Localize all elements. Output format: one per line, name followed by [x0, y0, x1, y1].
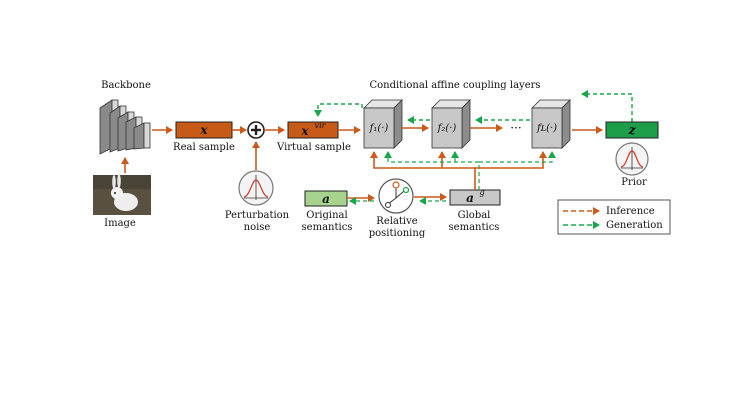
coupling-block-1 — [363, 99, 403, 149]
xvir-label: x — [300, 124, 309, 138]
a-label: a — [322, 192, 330, 206]
positioning-label: positioning — [369, 228, 426, 239]
fL-label: fʟ(·) — [536, 123, 557, 134]
coupling-block-2 — [431, 99, 471, 149]
original-semantics-label: semantics — [302, 222, 353, 233]
ag-label: a — [466, 191, 474, 205]
relative-positioning-icon — [378, 178, 414, 214]
perturbation-label: Perturbation — [225, 210, 290, 221]
latent-z-box — [605, 121, 659, 139]
ag-to-f1-generation-condition — [384, 151, 480, 190]
ag-to-fL-condition — [475, 151, 547, 169]
legend: Inference Generation — [557, 199, 671, 235]
z-label: z — [628, 123, 637, 137]
f2-label: f₂(·) — [437, 123, 457, 134]
real-sample-label: Real sample — [173, 142, 235, 153]
global-semantics-box — [449, 189, 501, 206]
legend-generation-label: Generation — [606, 220, 663, 231]
ag-to-f1-condition — [370, 151, 476, 190]
noise-label: noise — [244, 222, 271, 233]
ag-to-fL-generation-condition — [479, 151, 556, 163]
perturbation-gaussian-icon — [238, 170, 274, 206]
plus-icon — [247, 121, 265, 139]
coupling-layers-title: Conditional affine coupling layers — [369, 80, 540, 91]
backbone-icon — [99, 99, 151, 155]
original-label: Original — [306, 210, 347, 221]
xvir-superscript: vir — [315, 121, 327, 130]
ellipsis: ··· — [510, 121, 521, 135]
global-semantics-label: semantics — [449, 222, 500, 233]
x-label: x — [199, 123, 208, 137]
image-label: Image — [104, 218, 136, 229]
virtual-sample-label: Virtual sample — [276, 142, 351, 153]
prior-label: Prior — [621, 177, 647, 188]
ag-superscript: g — [479, 188, 484, 197]
backbone-label: Backbone — [101, 80, 151, 91]
rabbit-image — [93, 174, 151, 215]
prior-gaussian-icon — [615, 142, 649, 176]
z-to-fL-generation-arrow — [581, 90, 633, 122]
f1-label: f₁(·) — [369, 123, 389, 134]
f1-to-xvir-generation-arrow — [314, 103, 363, 117]
global-label: Global — [458, 210, 491, 221]
relative-label: Relative — [376, 216, 417, 227]
virtual-sample-box — [287, 121, 339, 139]
legend-inference-label: Inference — [606, 206, 655, 217]
coupling-block-L — [531, 99, 571, 149]
